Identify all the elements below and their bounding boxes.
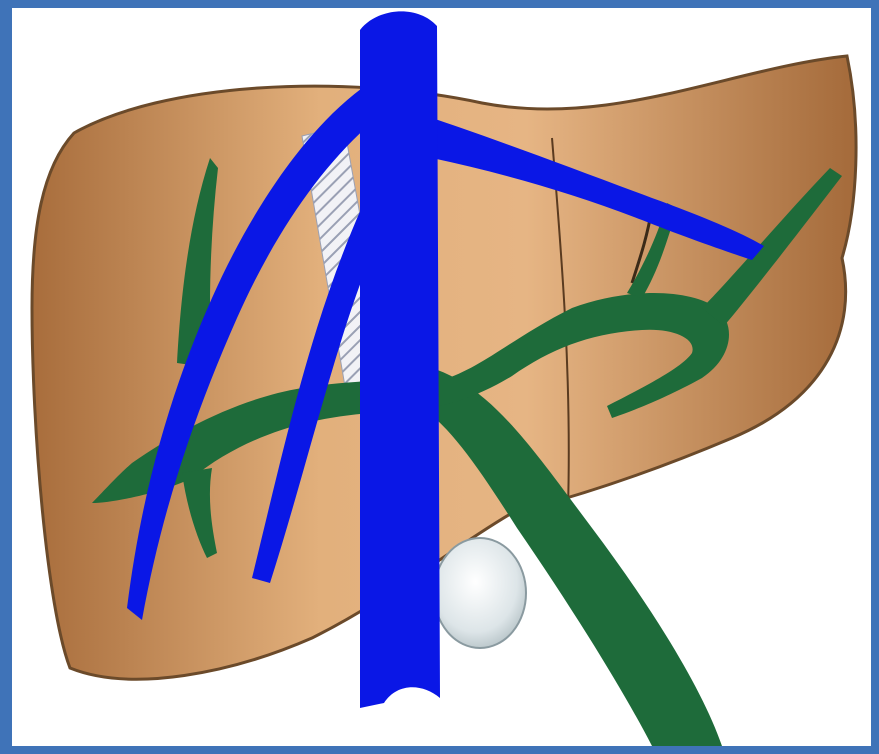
figure-canvas — [12, 8, 871, 746]
vena-cava — [360, 11, 440, 708]
liver-diagram — [12, 8, 871, 746]
gallbladder — [434, 538, 526, 648]
